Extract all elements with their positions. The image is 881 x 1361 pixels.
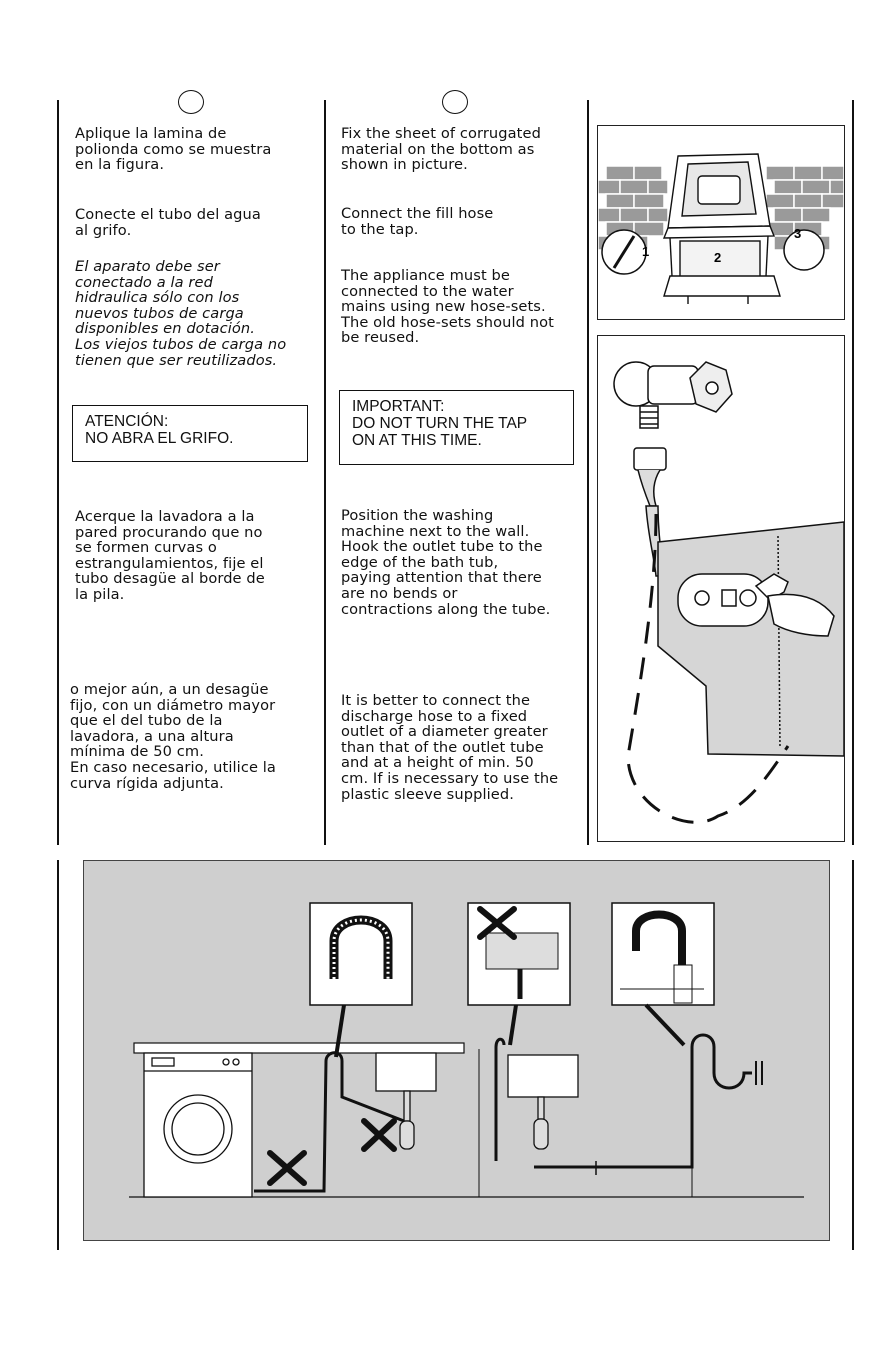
language-marker-spanish — [178, 90, 204, 114]
spanish-text-new-hoses: El aparato debe ser conectado a la red h… — [75, 258, 287, 369]
hose-path — [626, 513, 790, 824]
figure-corrugated-sheet: 1 3 2 — [597, 125, 845, 320]
spanish-text-fill-hose: Conecte el tubo del agua al grifo. — [75, 206, 261, 239]
wall-outlet — [657, 521, 844, 757]
column-rule-right — [587, 100, 589, 845]
column-rule-far-right — [852, 100, 854, 845]
english-warning-text-2: ON AT THIS TIME. — [352, 432, 482, 449]
inset-wrong-tap — [467, 902, 571, 1046]
detail-label-2: 2 — [714, 250, 721, 265]
hand-wrench — [754, 573, 835, 637]
english-text-position: Position the washing machine next to the… — [341, 507, 551, 618]
english-warning-text-1: DO NOT TURN THE TAP — [352, 415, 528, 432]
inset-fixed-outlet — [611, 902, 715, 1047]
wrong-mark-floor — [267, 1150, 307, 1186]
detail-circle-3 — [783, 229, 825, 271]
washing-machine-upside-down — [662, 153, 781, 304]
english-warning-title: IMPORTANT: — [352, 398, 445, 415]
column-rule-left — [57, 100, 59, 845]
hose-to-bath-edge — [494, 1037, 506, 1161]
figure-tap-hose — [597, 335, 845, 842]
english-text-sheet: Fix the sheet of corrugated material on … — [341, 125, 541, 174]
sink-wrong — [375, 1052, 437, 1150]
inset-hose-curve — [309, 902, 413, 1058]
spanish-warning-box: ATENCIÓN: NO ABRA EL GRIFO. — [72, 405, 308, 462]
english-text-outlet: It is better to connect the discharge ho… — [341, 692, 559, 803]
figure-drain-options — [83, 860, 830, 1241]
sink-correct — [478, 1049, 579, 1197]
page-rule-right-bottom — [852, 860, 854, 1250]
english-warning-box: IMPORTANT: DO NOT TURN THE TAP ON AT THI… — [339, 390, 574, 465]
spanish-warning-title: ATENCIÓN: — [85, 413, 169, 430]
water-tap — [613, 361, 733, 429]
english-text-new-hoses: The appliance must be connected to the w… — [341, 267, 554, 347]
detail-label-1: 1 — [642, 244, 649, 259]
language-marker-english — [442, 90, 468, 114]
detail-label-3: 3 — [794, 226, 801, 241]
spanish-text-position: Acerque la lavadora a la pared procurand… — [75, 508, 265, 603]
page-rule-left-bottom — [57, 860, 59, 1250]
wrong-mark-sink-trap — [361, 1118, 397, 1152]
spanish-text-sheet: Aplique la lamina de polionda como se mu… — [75, 125, 272, 174]
spanish-text-outlet: o mejor aún, a un desagüe fijo, con un d… — [70, 681, 276, 792]
spanish-warning-text: NO ABRA EL GRIFO. — [85, 430, 234, 447]
english-text-fill-hose: Connect the fill hose to the tap. — [341, 205, 494, 238]
column-rule-middle — [324, 100, 326, 845]
fixed-outlet-pipe — [534, 1033, 763, 1197]
hose-wrong-sink — [254, 1051, 405, 1193]
washing-machine — [143, 1052, 253, 1198]
counter-top — [133, 1042, 465, 1054]
